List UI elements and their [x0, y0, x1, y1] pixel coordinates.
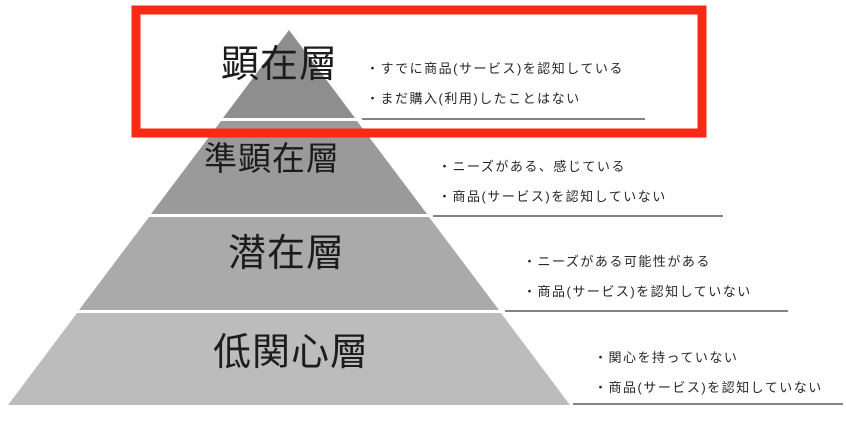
- bullet-item: ・ニーズがある可能性がある: [523, 254, 711, 269]
- bullet-item: ・関心を持っていない: [594, 350, 739, 365]
- bullet-item: ・商品(サービス)を認知していない: [438, 189, 667, 204]
- tier-1-title: 顕在層: [221, 44, 339, 86]
- tier-2-title: 準顕在層: [204, 140, 340, 177]
- highlight-box: [131, 5, 707, 138]
- pyramid-tier-3-shape: [79, 217, 499, 310]
- bullet-item: ・商品(サービス)を認知していない: [523, 284, 752, 299]
- bullet-item: ・商品(サービス)を認知していない: [594, 380, 823, 395]
- pyramid-tier-1-shape: [223, 30, 355, 118]
- tier-4-title: 低関心層: [213, 332, 370, 374]
- tier-1-bullet-list: ・すでに商品(サービス)を認知している ・まだ購入(利用)したことはない: [366, 61, 624, 107]
- bullet-item: ・まだ購入(利用)したことはない: [366, 91, 581, 106]
- pyramid-tier-4-shape: [8, 313, 570, 405]
- tier-3-title: 潜在層: [228, 233, 346, 275]
- tier-4-bullet-list: ・関心を持っていない ・商品(サービス)を認知していない: [594, 350, 823, 396]
- bullet-item: ・ニーズがある、感じている: [438, 159, 626, 174]
- tier-3-bullet-list: ・ニーズがある可能性がある ・商品(サービス)を認知していない: [523, 254, 752, 300]
- pyramid-tier-2-shape: [151, 121, 427, 214]
- bullet-item: ・すでに商品(サービス)を認知している: [366, 61, 624, 76]
- tier-2-bullet-list: ・ニーズがある、感じている ・商品(サービス)を認知していない: [438, 159, 667, 205]
